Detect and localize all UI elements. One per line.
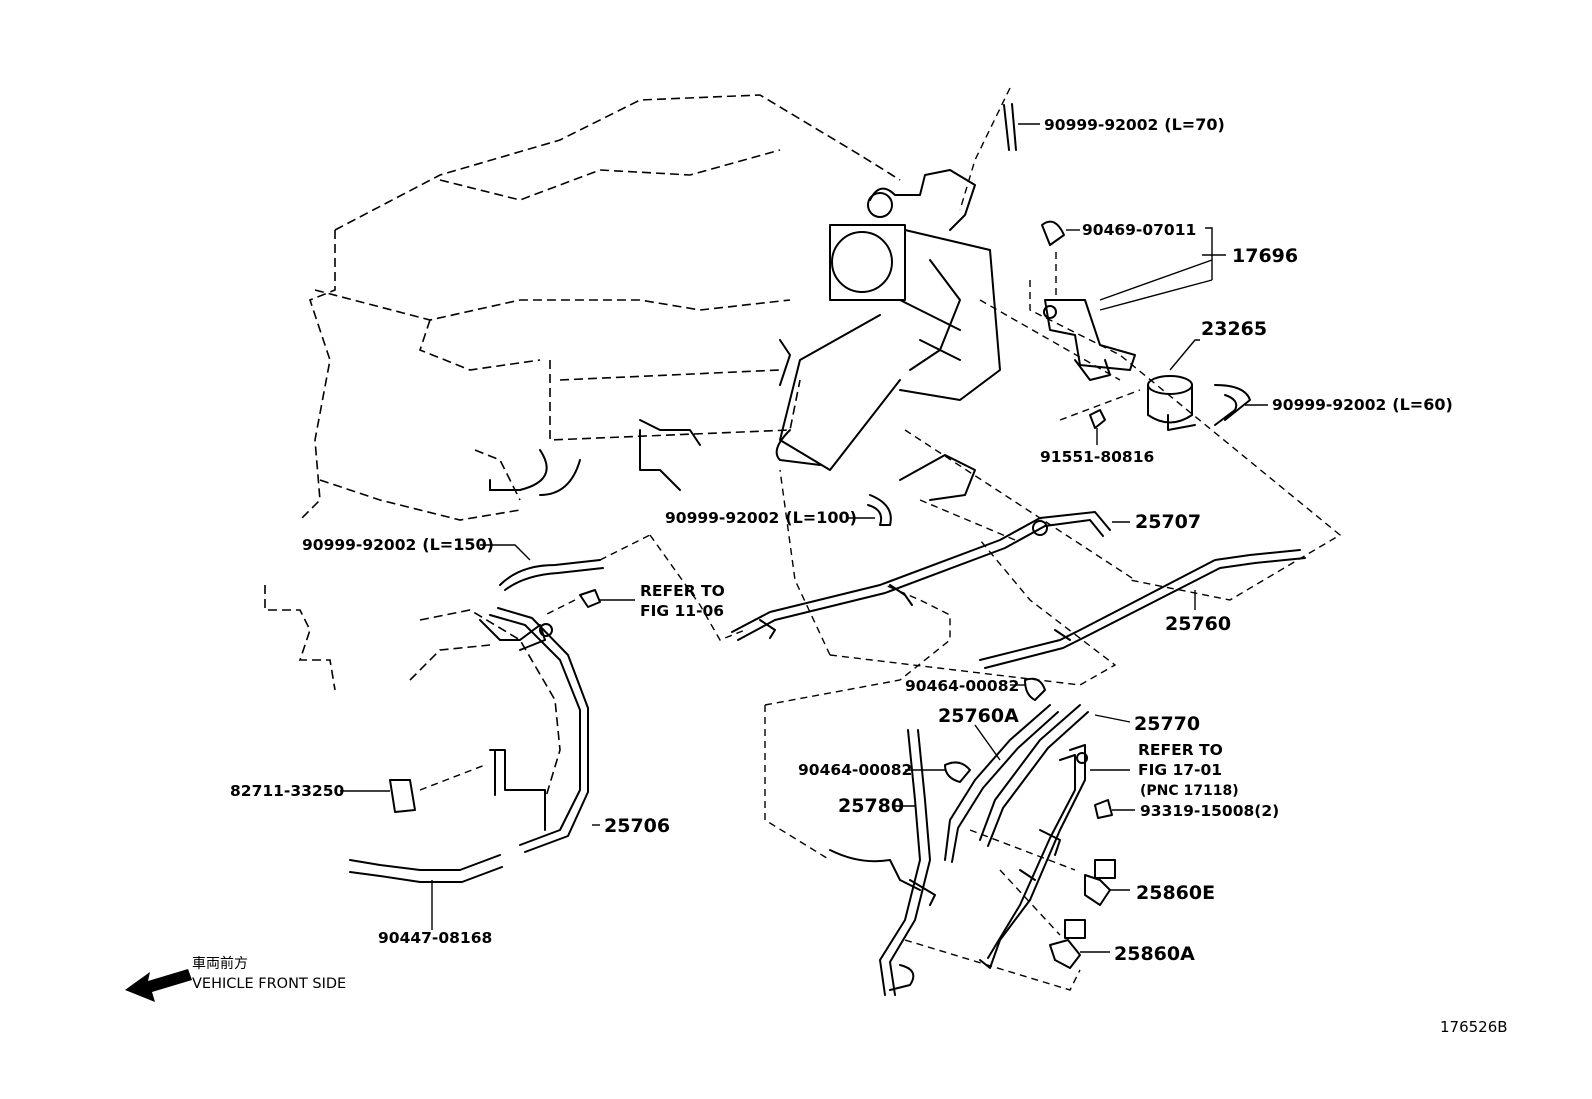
clip-90464-a xyxy=(1024,677,1046,701)
label-hose-l150: 90999-92002(L=150) xyxy=(302,535,494,554)
pipe-25770 xyxy=(979,704,1089,847)
label-hose-l70: 90999-92002(L=70) xyxy=(1044,115,1225,134)
throttle-body-assembly xyxy=(489,169,1001,501)
valve-23265 xyxy=(1147,375,1196,431)
label-pipe-25707: 25707 xyxy=(1135,511,1201,533)
bolt-93319 xyxy=(1094,799,1113,819)
label-pipe-25770: 25770 xyxy=(1134,713,1200,735)
pipe-25707 xyxy=(731,511,1111,641)
clamp-82711 xyxy=(389,779,416,813)
hose-l100 xyxy=(867,494,892,526)
label-front-jp: 車両前方 xyxy=(192,955,248,972)
bolt-91551 xyxy=(1089,409,1106,429)
pipe-25760a xyxy=(944,704,1059,863)
label-hose-25780: 25780 xyxy=(838,795,904,817)
label-front-en: VEHICLE FRONT SIDE xyxy=(192,976,346,992)
label-hose-l60: 90999-92002(L=60) xyxy=(1272,395,1453,414)
label-hose-90447: 90447-08168 xyxy=(378,929,492,947)
pipe-25760 xyxy=(979,549,1306,669)
bracket-17696 xyxy=(1041,220,1136,381)
label-clamp-82711: 82711-33250 xyxy=(230,782,344,800)
clip-90464-b xyxy=(944,761,971,783)
label-assy-17696: 17696 xyxy=(1232,245,1298,267)
label-clip-90469: 90469-07011 xyxy=(1082,221,1196,239)
bolt-fig-11-06 xyxy=(579,589,601,608)
label-hose-l100: 90999-92002(L=100) xyxy=(665,508,857,527)
label-bolt-91551: 91551-80816 xyxy=(1040,448,1154,466)
bracket-fig-17-01 xyxy=(979,744,1088,969)
label-pipe-25706: 25706 xyxy=(604,815,670,837)
transmission-outline xyxy=(264,585,561,801)
hose-l70-edge xyxy=(1003,104,1010,151)
arrow-left-front-icon xyxy=(125,969,192,1002)
hose-l150 xyxy=(499,559,604,591)
label-bolt-93319: 93319-15008(2) xyxy=(1140,802,1279,820)
label-pipe-25760a: 25760A xyxy=(938,705,1019,727)
label-clip-90464-a: 90464-00082 xyxy=(905,677,1019,695)
label-valve-23265: 23265 xyxy=(1201,318,1267,340)
label-sensor-25860e: 25860E xyxy=(1136,882,1215,904)
hose-l60 xyxy=(1214,384,1251,426)
sensor-25860a xyxy=(1049,919,1086,969)
label-clip-90464-b: 90464-00082 xyxy=(798,761,912,779)
hose-l70 xyxy=(1011,103,1017,151)
hose-90447 xyxy=(349,854,503,883)
engine-block-outline xyxy=(299,94,901,521)
label-pipe-25760: 25760 xyxy=(1165,613,1231,635)
vehicle-front-indicator: 車両前方 VEHICLE FRONT SIDE xyxy=(125,955,346,1002)
pipe-25706 xyxy=(479,607,589,853)
label-sensor-25860a: 25860A xyxy=(1114,943,1195,965)
sensor-25860e xyxy=(1084,859,1116,906)
pipe-25780 xyxy=(829,729,936,996)
diagram-id: 176526B xyxy=(1440,1018,1508,1036)
